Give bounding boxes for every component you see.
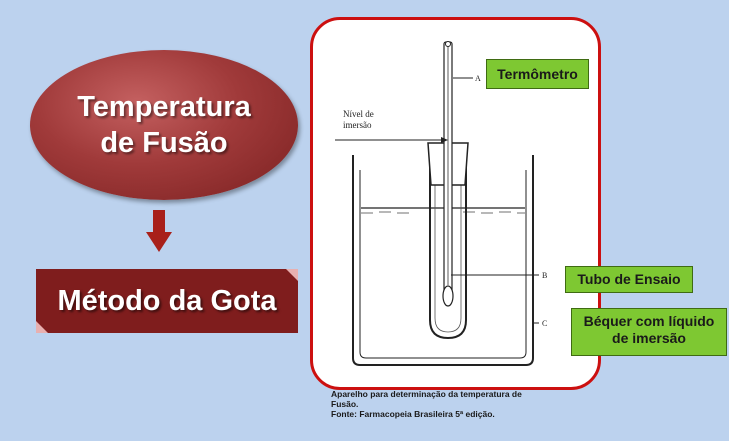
label-beaker-line1: Béquer com líquido [583,313,715,329]
test-tube-inner [434,180,462,333]
label-beaker: Béquer com líquido de imersão [571,308,727,356]
thermometer-bulb [442,285,454,307]
title-ellipse: Temperatura de Fusão [30,50,298,200]
letter-a: A [475,74,481,83]
label-thermometer: Termômetro [486,59,589,89]
title-text: Temperatura de Fusão [69,89,259,161]
caption-line3: Fonte: Farmacopeia Brasileira 5ª edição. [331,409,495,419]
liquid-surface-texture [361,211,525,214]
label-beaker-line2: de imersão [612,330,686,346]
method-title: Método da Gota [57,284,277,317]
label-test-tube: Tubo de Ensaio [565,266,693,293]
caption-line2: Fusão. [331,399,359,409]
letter-b: B [542,271,547,280]
immersion-label-line1: Nível de [343,109,374,119]
apparatus-diagram: Nível de imersão A B C [335,41,547,366]
test-tube [429,168,467,340]
immersion-label-line2: imersão [343,120,372,130]
arrow-down-icon [146,210,172,252]
caption-line1: Aparelho para determinação da temperatur… [331,389,522,399]
figure-caption: Aparelho para determinação da temperatur… [331,389,593,419]
letter-c: C [542,319,547,328]
method-box: Método da Gota [36,269,298,333]
beaker-inner-wall [359,170,527,359]
title-line1: Temperatura [77,91,251,123]
beaker-outline [352,155,534,366]
title-line2: de Fusão [100,127,228,159]
